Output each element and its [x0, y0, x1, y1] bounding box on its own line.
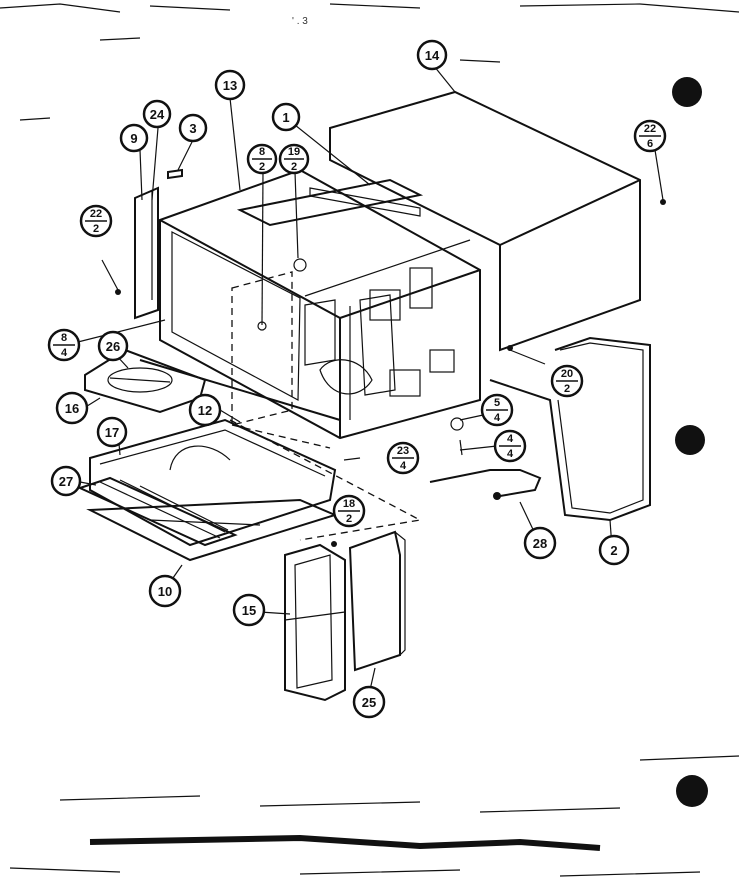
fraction-23-4-top: 23: [397, 445, 409, 457]
callout-26: 26: [97, 330, 129, 362]
callout-17-label: 17: [105, 425, 119, 440]
callout-27: 27: [50, 465, 82, 497]
callout-13-label: 13: [223, 78, 237, 93]
callout-3: 3: [178, 113, 208, 143]
hole-punch-middle: [675, 425, 705, 455]
callout-14-label: 14: [425, 48, 440, 63]
fraction-8-4-top: 8: [61, 332, 67, 344]
callout-13: 13: [214, 69, 246, 101]
callout-12-label: 12: [198, 403, 212, 418]
callout-15: 15: [232, 593, 266, 627]
callout-3-label: 3: [189, 121, 196, 136]
callout-2-label: 2: [610, 543, 617, 558]
callout-10: 10: [148, 574, 182, 608]
fraction-18-2-bottom: 2: [346, 513, 352, 525]
callout-16: 16: [55, 391, 89, 425]
callout-16-label: 16: [65, 401, 79, 416]
callout-26-label: 26: [106, 339, 120, 354]
callout-24: 24: [142, 99, 172, 129]
fraction-callout-23-4: 23 4: [386, 441, 420, 475]
fraction-19-2-top: 19: [288, 146, 300, 158]
fraction-5-4-top: 5: [494, 397, 500, 409]
fraction-22-6-bottom: 6: [647, 138, 653, 150]
fraction-19-2-bottom: 2: [291, 161, 297, 173]
fraction-callout-8-2: 8 2: [246, 143, 278, 175]
fraction-callout-4-4: 4 4: [493, 429, 527, 463]
callout-1-label: 1: [282, 110, 289, 125]
fraction-8-2-top: 8: [259, 146, 265, 158]
callout-2: 2: [598, 534, 630, 566]
grille-filter: [77, 476, 238, 547]
fraction-callout-22-2: 22 2: [79, 204, 113, 238]
callout-28: 28: [523, 526, 557, 560]
screws: [101, 149, 666, 547]
thermostat-cable: [429, 469, 542, 500]
fraction-22-6-top: 22: [644, 123, 656, 135]
fraction-callout-20-2: 20 2: [550, 364, 584, 398]
callout-9-label: 9: [130, 131, 137, 146]
fraction-callout-22-6: 22 6: [633, 119, 667, 153]
fraction-20-2-bottom: 2: [564, 383, 570, 395]
callout-10-label: 10: [158, 584, 172, 599]
door-panel: [284, 543, 346, 702]
fraction-8-4-bottom: 4: [61, 347, 68, 359]
fraction-4-4-bottom: 4: [507, 448, 514, 460]
hole-punch-bottom: [676, 775, 708, 807]
drawer-assembly: [89, 418, 337, 547]
top-scribble: ' . 3: [292, 16, 308, 27]
fraction-8-2-bottom: 2: [259, 161, 265, 173]
callout-1: 1: [271, 102, 301, 132]
callout-28-label: 28: [533, 536, 547, 551]
fraction-callout-18-2: 18 2: [332, 494, 366, 528]
callout-24-label: 24: [150, 107, 165, 122]
outer-wrapper: [329, 90, 641, 352]
fraction-22-2-top: 22: [90, 208, 102, 220]
fraction-20-2-top: 20: [561, 368, 573, 380]
callout-17: 17: [96, 416, 128, 448]
scan-noise: ' . 3: [0, 3, 739, 877]
cavity-dashed-outline: [229, 271, 423, 541]
internal-components: [257, 258, 455, 397]
hole-punch-top: [672, 77, 702, 107]
fraction-callout-19-2: 19 2: [278, 143, 310, 175]
cover-plate: [348, 530, 406, 672]
power-cord: [489, 336, 651, 522]
fraction-callout-8-4: 8 4: [47, 328, 81, 362]
callout-12: 12: [188, 393, 222, 427]
fraction-18-2-top: 18: [343, 498, 355, 510]
callout-25: 25: [352, 685, 386, 719]
callout-9: 9: [119, 123, 149, 153]
callout-15-label: 15: [242, 603, 256, 618]
fraction-5-4-bottom: 4: [494, 412, 501, 424]
door-side-strips: [134, 168, 183, 320]
fraction-22-2-bottom: 2: [93, 223, 99, 235]
hole-punches: [672, 77, 708, 807]
fraction-23-4-bottom: 4: [400, 460, 407, 472]
callout-27-label: 27: [59, 474, 73, 489]
callout-14: 14: [416, 39, 448, 71]
fraction-4-4-top: 4: [507, 433, 514, 445]
callout-25-label: 25: [362, 695, 376, 710]
fraction-callout-5-4: 5 4: [480, 393, 514, 427]
